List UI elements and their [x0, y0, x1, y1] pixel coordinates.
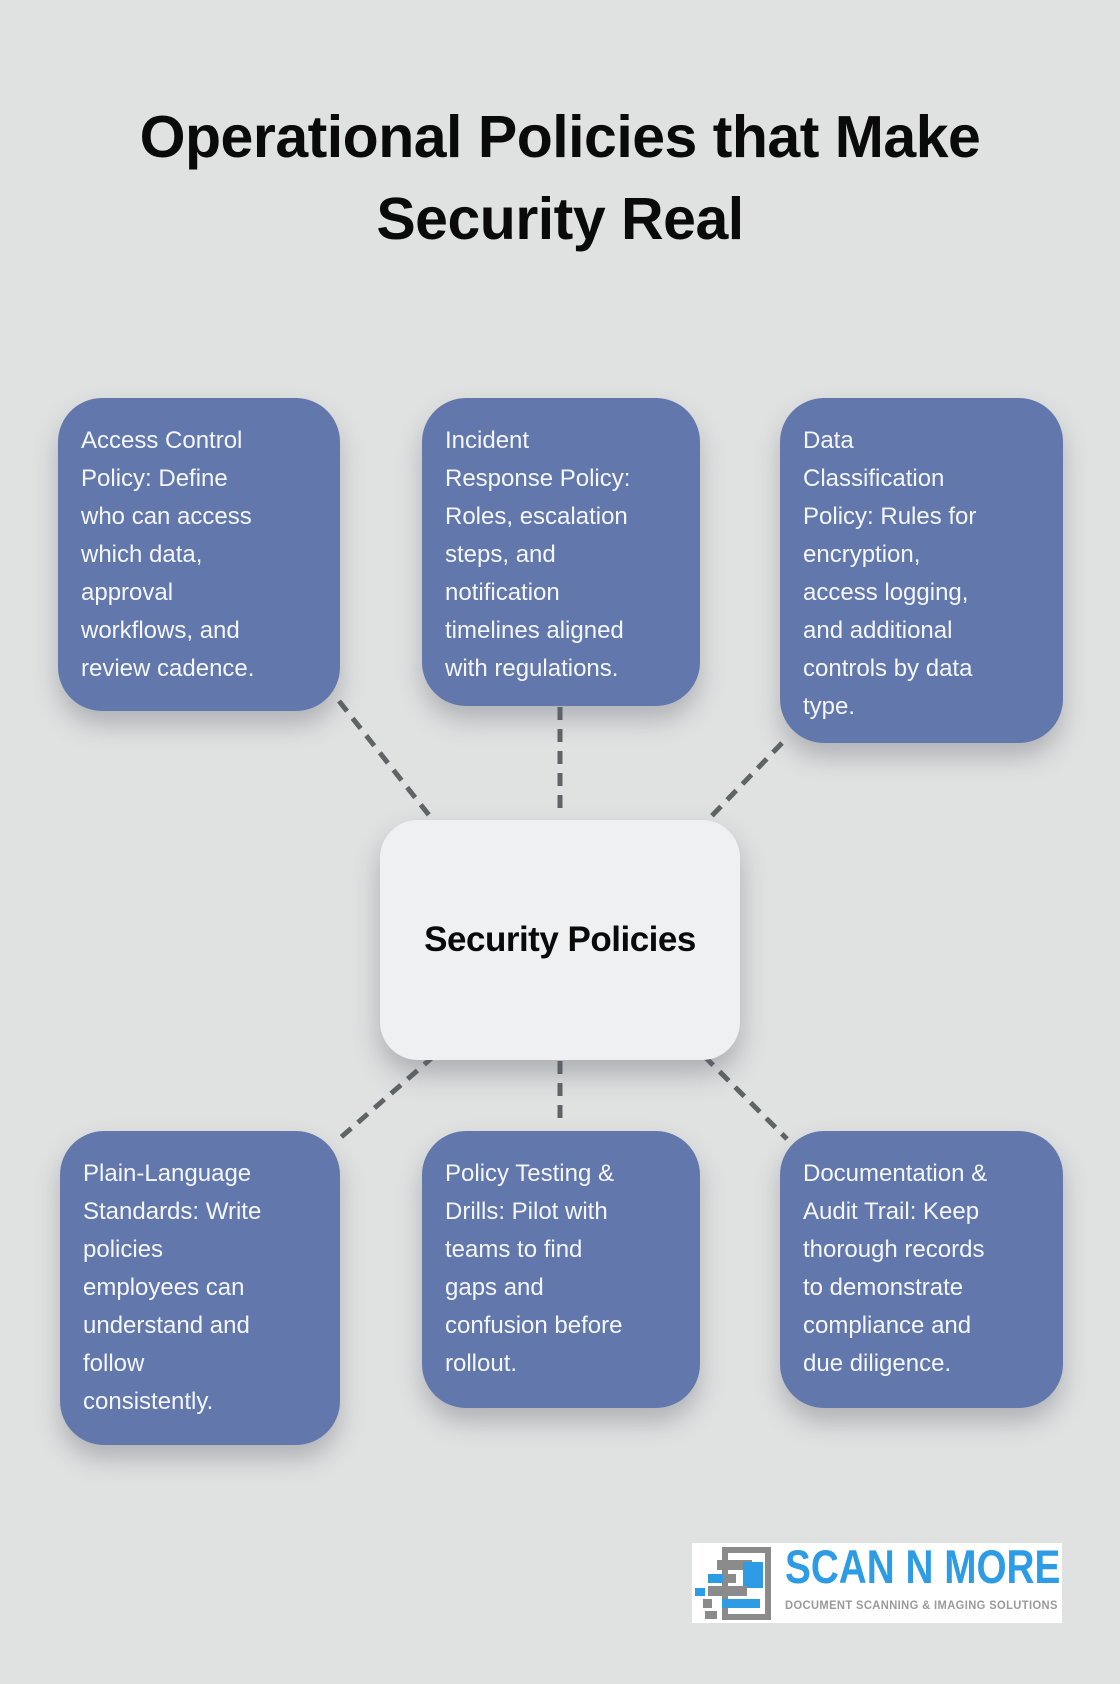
- policy-node-policy-testing: Policy Testing & Drills: Pilot with team…: [422, 1131, 700, 1408]
- document-scan-icon: [692, 1543, 784, 1623]
- policy-node-plain-language: Plain-Language Standards: Write policies…: [60, 1131, 340, 1445]
- connector-bottom-right: [702, 1054, 789, 1141]
- logo-tagline-text: DOCUMENT SCANNING & IMAGING SOLUTIONS: [785, 1600, 1058, 1612]
- center-node-label: Security Policies: [424, 920, 696, 959]
- logo-brand-text: SCAN N MORE: [785, 1540, 1061, 1594]
- connector-bottom-left: [337, 1054, 436, 1141]
- policy-node-data-classification: Data Classification Policy: Rules for en…: [780, 398, 1063, 743]
- page-title: Operational Policies that Make Security …: [139, 104, 981, 252]
- policy-node-documentation-audit: Documentation & Audit Trail: Keep thorou…: [780, 1131, 1063, 1408]
- connector-top-left: [337, 699, 438, 826]
- policy-node-incident-response: Incident Response Policy: Roles, escalat…: [422, 398, 700, 706]
- scan-n-more-logo: SCAN N MORE DOCUMENT SCANNING & IMAGING …: [692, 1541, 1062, 1623]
- connector-top-right: [702, 741, 784, 826]
- policy-node-access-control: Access Control Policy: Define who can ac…: [58, 398, 340, 711]
- center-node: Security Policies: [380, 820, 740, 1060]
